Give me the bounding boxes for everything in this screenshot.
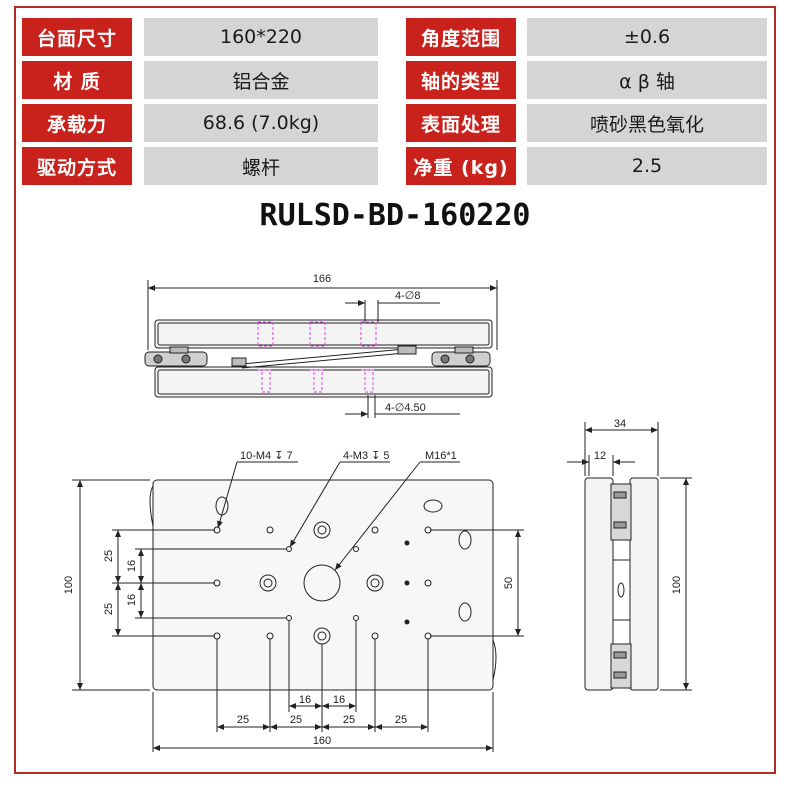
spec-value-load: 68.6 (7.0kg) bbox=[144, 104, 378, 142]
spec-label-surface: 表面处理 bbox=[406, 104, 516, 142]
dim-bottom-25d: 25 bbox=[395, 714, 407, 726]
dim-bottom-16a: 16 bbox=[299, 694, 311, 706]
dim-bottom-25c: 25 bbox=[343, 714, 355, 726]
side-view bbox=[567, 422, 692, 691]
spec-label-material: 材 质 bbox=[22, 61, 132, 99]
spec-value-drive: 螺杆 bbox=[144, 147, 378, 185]
dim-16a: 16 bbox=[126, 560, 138, 572]
callout-m4: 10-M4 ↧ 7 bbox=[240, 450, 293, 462]
callout-m16: M16*1 bbox=[425, 450, 457, 462]
spec-label-weight: 净重 (kg) bbox=[406, 147, 516, 185]
dim-16b: 16 bbox=[126, 594, 138, 606]
spec-label-angle-range: 角度范围 bbox=[406, 18, 516, 56]
dim-bottom-25a: 25 bbox=[237, 714, 249, 726]
dim-bottom-160: 160 bbox=[313, 735, 331, 747]
spec-label-drive: 驱动方式 bbox=[22, 147, 132, 185]
hidden-holes bbox=[257, 321, 377, 393]
spec-value-axis-type: α β 轴 bbox=[527, 61, 767, 99]
dim-hole-top: 4-∅8 bbox=[395, 290, 420, 302]
spec-value-angle-range: ±0.6 bbox=[527, 18, 767, 56]
dim-left-100: 100 bbox=[63, 576, 75, 594]
spec-label-axis-type: 轴的类型 bbox=[406, 61, 516, 99]
front-view bbox=[144, 280, 498, 418]
top-view bbox=[72, 461, 524, 752]
dim-hole-bottom: 4-∅4.50 bbox=[385, 402, 426, 414]
dim-50: 50 bbox=[503, 577, 515, 589]
spec-value-material: 铝合金 bbox=[144, 61, 378, 99]
dim-bottom-25b: 25 bbox=[290, 714, 302, 726]
spec-label-table-size: 台面尺寸 bbox=[22, 18, 132, 56]
dim-top-width: 166 bbox=[313, 273, 331, 285]
dim-side-100: 100 bbox=[671, 576, 683, 594]
spec-value-table-size: 160*220 bbox=[144, 18, 378, 56]
dim-side-34: 34 bbox=[614, 418, 626, 430]
spec-value-surface: 喷砂黑色氧化 bbox=[527, 104, 767, 142]
dim-25a: 25 bbox=[103, 550, 115, 562]
spec-value-weight: 2.5 bbox=[527, 147, 767, 185]
outer-frame bbox=[14, 6, 776, 774]
callout-m3: 4-M3 ↧ 5 bbox=[343, 450, 390, 462]
dim-25b: 25 bbox=[103, 603, 115, 615]
dim-bottom-16b: 16 bbox=[333, 694, 345, 706]
dim-side-12: 12 bbox=[594, 450, 606, 462]
model-title: RULSD-BD-160220 bbox=[259, 198, 531, 233]
spec-label-load: 承载力 bbox=[22, 104, 132, 142]
